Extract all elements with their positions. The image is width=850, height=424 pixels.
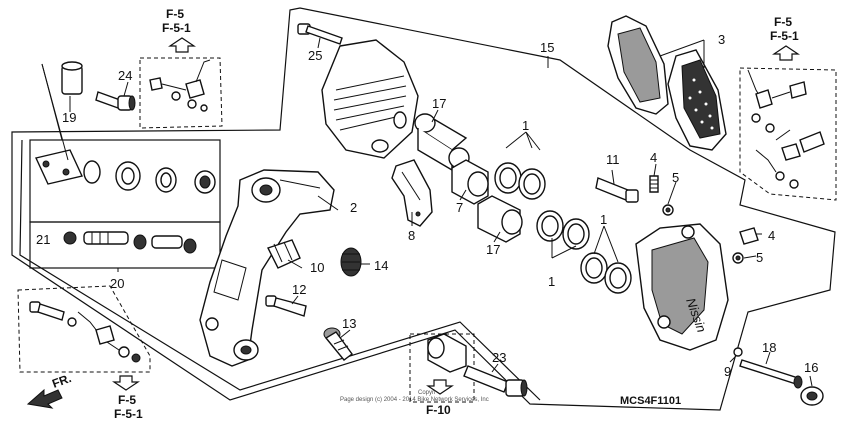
diagram-code: MCS4F1101 [620,395,681,407]
reference-top-right[interactable]: F-5 F-5-1 [770,15,800,61]
callout-13: 13 [342,316,356,331]
front-direction-indicator: FR. [26,371,73,409]
f10-detail-sleeve [427,333,467,373]
callout-5: 5 [672,170,679,185]
part-5-cap-lower [732,252,744,264]
reference-bottom-center[interactable]: F-10 [426,379,454,417]
part-10-clip [267,239,301,269]
leader-lines [41,37,813,387]
part-24-bolt [95,91,136,111]
callout-25: 25 [308,48,322,63]
callout-labels: 1 1 1 2 3 4 4 5 5 7 8 9 10 11 12 13 14 1… [36,32,818,379]
part-17-sleeve-upper [414,113,470,172]
part-16-plug [800,386,824,406]
part-19-sleeve [61,61,83,95]
down-arrow-icon [112,375,140,391]
brake-line-detail-upper-right [747,69,825,189]
part-1-seal-set-middle [536,210,590,250]
front-arrow-icon [26,388,63,409]
assembly-frame-bracket [19,139,541,401]
callout-1: 1 [600,212,607,227]
assembly-frame-caliper [11,7,836,411]
brake-line-detail-upper-left [149,59,211,112]
callout-16: 16 [804,360,818,375]
part-4-bleeder-upper [649,175,659,193]
reference-label: F-5-1 [162,21,191,35]
part-25-bolt [297,23,343,45]
part-21-seal-set [35,149,216,194]
callout-17: 17 [432,96,446,111]
callout-14: 14 [374,258,388,273]
part-14-boot [340,247,362,277]
copyright-line-1: Copyri [418,390,435,396]
callout-20: 20 [110,276,124,291]
part-13-bleeder [323,327,353,361]
part-7-piston [451,159,489,205]
reference-label: F-5 [118,393,136,407]
callout-4: 4 [768,228,775,243]
part-20-pin-kit [63,231,197,254]
reference-top-left[interactable]: F-5 F-5-1 [162,7,196,53]
callout-23: 23 [492,350,506,365]
callout-5: 5 [756,250,763,265]
callout-10: 10 [310,260,324,275]
part-17-sleeve-lower [477,195,523,243]
callout-18: 18 [762,340,776,355]
up-arrow-icon [168,37,196,53]
reference-label: F-5-1 [114,407,143,421]
part-5-cap-upper [662,204,674,216]
part-18-pad-pin [739,359,803,389]
callout-7: 7 [456,200,463,215]
detail-box-lower-left [17,285,151,373]
callout-2: 2 [350,200,357,215]
pin-kit-box [29,221,221,269]
down-arrow-icon [426,379,454,395]
detail-box-upper-right [739,67,837,201]
callout-17: 17 [486,242,500,257]
callout-9: 9 [724,364,731,379]
reference-bottom-left[interactable]: F-5 F-5-1 [112,375,143,421]
part-12-pin [265,295,307,317]
callout-3: 3 [718,32,725,47]
part-4-bleeder-lower [739,227,759,245]
callout-8: 8 [408,228,415,243]
brake-line-detail-lower-left [29,301,141,363]
part-2-bracket [199,169,335,367]
reference-label: F-5 [774,15,792,29]
callout-4: 4 [650,150,657,165]
part-23-bolt [463,365,528,397]
callout-24: 24 [118,68,132,83]
part-15-caliper-body [321,39,419,159]
reference-label: F-5-1 [770,29,799,43]
part-1-seal-set-upper [494,162,546,200]
reference-label: F-5 [166,7,184,21]
part-3-brake-pads [607,15,727,151]
callout-1: 1 [548,274,555,289]
callout-19: 19 [62,110,76,125]
callout-12: 12 [292,282,306,297]
detail-box-lower-center [409,333,475,403]
copyright-line-2: Page design (c) 2004 - 2014 Bike Network… [340,397,489,403]
caliper-lower-body: Nissin [635,223,729,351]
up-arrow-icon [772,45,800,61]
front-label: FR. [50,371,73,391]
part-9-washer [733,347,743,357]
reference-label: F-10 [426,403,451,417]
callout-1: 1 [522,118,529,133]
callout-21: 21 [36,232,50,247]
callout-11: 11 [606,152,620,167]
detail-box-upper-left [139,57,223,129]
part-11-pin [595,177,639,203]
part-1-seal-set-lower [580,252,632,294]
callout-15: 15 [540,40,554,55]
part-8-pad-spring [391,159,433,227]
